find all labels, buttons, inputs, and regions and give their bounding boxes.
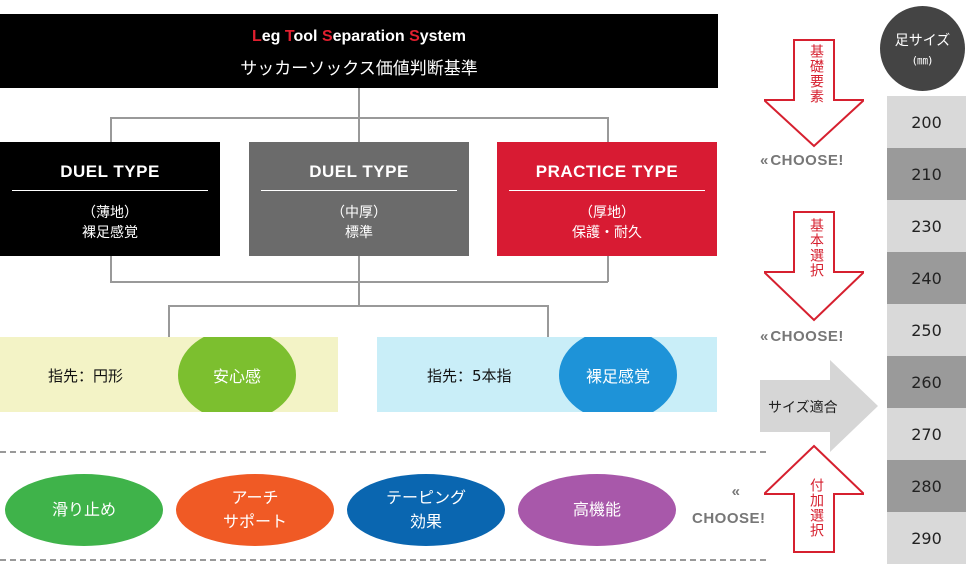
double-chevron-left-icon: «: [760, 152, 769, 169]
size-cell: 250: [887, 304, 966, 356]
arrow-down-basic-select: [764, 211, 864, 322]
choose-label-option: CHOOSE!: [692, 510, 766, 527]
option-taping-effect: テーピング 効果: [347, 474, 505, 546]
foot-size-header: 足サイズ (㎜): [880, 6, 965, 91]
header-banner: Leg Tool Separation System サッカーソックス価値判断基…: [0, 14, 718, 88]
double-chevron-left-icon: «: [731, 483, 741, 500]
choose-label-type: «CHOOSE!: [760, 152, 844, 169]
title-segment: eg: [261, 28, 285, 45]
connector-line: [358, 88, 360, 118]
step-additional-select: 付加選択: [808, 478, 824, 538]
size-cell: 290: [887, 512, 966, 564]
dashed-separator: [0, 451, 766, 453]
option-anti-slip: 滑り止め: [5, 474, 163, 546]
connector-line: [547, 305, 549, 337]
toe-shape-label: 指先：5本指: [427, 367, 512, 385]
type-thickness: （薄地）: [82, 205, 138, 221]
connector-line: [358, 117, 360, 142]
size-cell: 260: [887, 356, 966, 408]
dashed-separator: [0, 559, 766, 561]
system-title: Leg Tool Separation System: [0, 28, 718, 46]
type-box-practice-thick: PRACTICE TYPE （厚地） 保護・耐久: [497, 142, 717, 256]
type-name: PRACTICE TYPE: [535, 162, 679, 181]
type-feature: 裸足感覚: [82, 225, 138, 241]
size-cell: 200: [887, 96, 966, 148]
step-size-fit: サイズ適合: [768, 400, 838, 416]
size-cell: 280: [887, 460, 966, 512]
option-high-function: 高機能: [518, 474, 676, 546]
divider: [509, 190, 705, 191]
size-cell: 240: [887, 252, 966, 304]
arrow-right-size-fit: [760, 360, 878, 452]
option-label: 高機能: [572, 500, 621, 519]
connector-line: [168, 305, 170, 337]
connector-line: [168, 305, 549, 307]
type-thickness: （厚地）: [579, 205, 635, 221]
option-arch-support: アーチ サポート: [176, 474, 334, 546]
step-basic-element: 基礎要素: [808, 44, 824, 104]
size-cell: 210: [887, 148, 966, 200]
title-segment: eparation: [332, 28, 410, 45]
connector-line: [110, 117, 112, 142]
type-name: DUEL TYPE: [60, 162, 160, 181]
connector-line: [607, 117, 609, 142]
type-name: DUEL TYPE: [309, 162, 409, 181]
down-arrow-icon: [764, 211, 864, 322]
title-segment: ystem: [419, 28, 466, 45]
option-label: テーピング: [385, 488, 466, 507]
choose-label-toe: «CHOOSE!: [760, 328, 844, 345]
title-segment: L: [252, 28, 262, 45]
up-arrow-icon: [764, 444, 864, 553]
option-label: 滑り止め: [51, 500, 116, 519]
option-label: アーチ: [231, 488, 279, 507]
arrow-up-additional-select: [764, 444, 864, 553]
toe-panel-round: 指先：円形 安心感: [0, 337, 338, 412]
option-label: 効果: [409, 512, 442, 531]
option-label: サポート: [222, 512, 287, 531]
size-cell: 230: [887, 200, 966, 252]
divider: [261, 190, 457, 191]
title-segment: T: [284, 28, 294, 45]
type-feature: 標準: [345, 225, 373, 241]
divider: [12, 190, 208, 191]
connector-line: [110, 281, 608, 283]
size-cell: 270: [887, 408, 966, 460]
type-box-duel-thin: DUEL TYPE （薄地） 裸足感覚: [0, 142, 220, 256]
right-arrow-icon: [760, 360, 878, 452]
system-subtitle: サッカーソックス価値判断基準: [240, 59, 478, 79]
toe-shape-label: 指先：円形: [48, 367, 124, 385]
connector-line: [110, 256, 112, 282]
type-thickness: （中厚）: [331, 205, 387, 221]
toe-benefit-badge: 裸足感覚: [559, 337, 677, 412]
double-chevron-left-icon: «: [760, 328, 769, 345]
type-box-duel-medium: DUEL TYPE （中厚） 標準: [249, 142, 469, 256]
step-basic-select: 基本選択: [808, 218, 824, 278]
toe-benefit-badge: 安心感: [178, 337, 296, 412]
connector-line: [607, 256, 609, 282]
foot-size-title: 足サイズ: [894, 33, 951, 49]
foot-size-unit: (㎜): [912, 54, 933, 67]
arrow-down-basic-element: [764, 39, 864, 148]
title-segment: S: [409, 28, 420, 45]
title-segment: S: [321, 28, 333, 45]
type-feature: 保護・耐久: [572, 225, 642, 241]
down-arrow-icon: [764, 39, 864, 148]
title-segment: ool: [293, 28, 322, 45]
toe-panel-five-finger: 指先：5本指 裸足感覚: [377, 337, 717, 412]
